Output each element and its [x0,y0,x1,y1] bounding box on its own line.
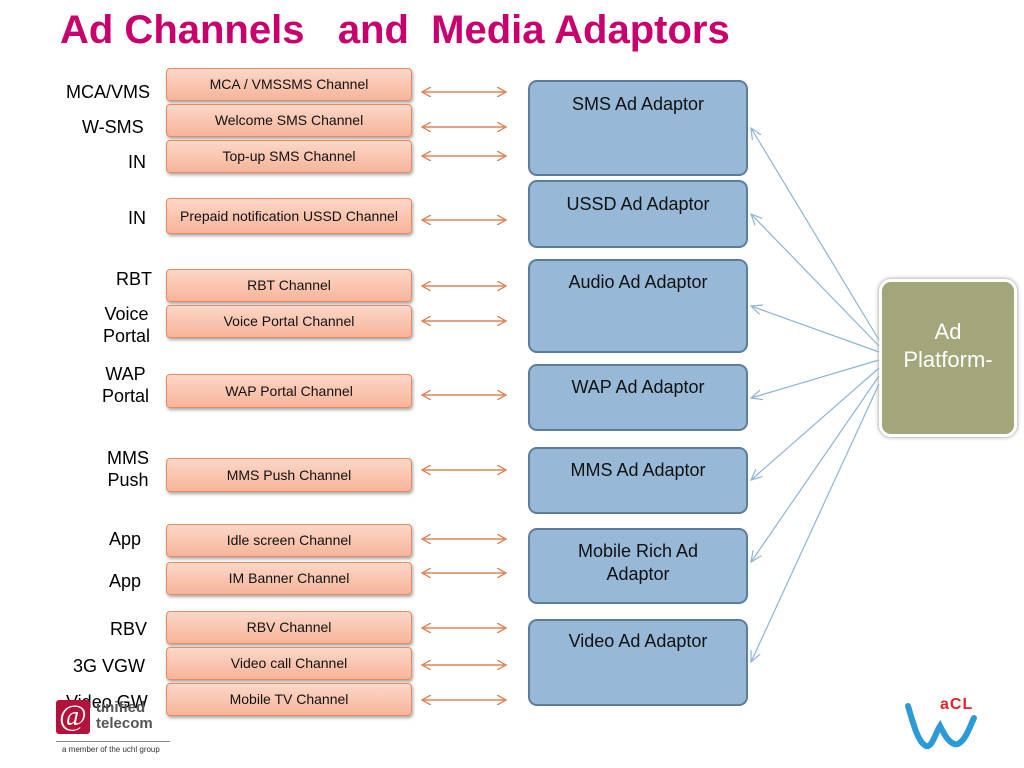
platform-link-ussd [751,214,880,347]
unified-telecom-logo: @ unified telecom a member of the uchl g… [56,700,176,760]
source-label-in: IN [128,152,146,172]
platform-link-sms [751,128,880,341]
adaptor-video: Video Ad Adaptor [528,619,748,706]
platform-link-mms [751,367,880,480]
source-label-mms-push: MMS Push [107,448,149,490]
source-label-app: App [109,571,142,591]
adaptor-sms: SMS Ad Adaptor [528,80,748,176]
platform-link-audio [751,306,880,353]
acl-logo-text: aCL [940,696,974,713]
adaptor-wap: WAP Ad Adaptor [528,364,748,431]
channel-rbv: RBV Channel [166,611,412,644]
page-title: Ad Channels and Media Adaptors [60,8,730,52]
source-label-w-sms: W-SMS [82,117,144,137]
source-label-voice-portal: Voice Portal [103,304,151,346]
channel-wap-portal: WAP Portal Channel [166,374,412,408]
source-label-app: App [109,529,142,549]
platform-link-video [751,383,880,662]
source-label-wap-portal: WAP Portal [102,364,150,406]
channel-video-call: Video call Channel [166,647,412,680]
adaptor-audio: Audio Ad Adaptor [528,259,748,353]
adaptor-mms: MMS Ad Adaptor [528,447,748,514]
unified-member-text: a member of the uchl group [62,745,160,754]
channel-welcome-sms: Welcome SMS Channel [166,104,412,137]
acl-logo: aCL [902,696,982,754]
source-label-rbv: RBV [110,619,148,639]
channel-prepaid-ussd: Prepaid notification USSD Channel [166,198,412,234]
unified-at-mark: @ [56,700,90,734]
channel-idle-screen: Idle screen Channel [166,524,412,557]
channel-top-up-sms: Top-up SMS Channel [166,140,412,173]
channel-mobile-tv: Mobile TV Channel [166,683,412,716]
ad-platform-box: Ad Platform- [879,279,1017,437]
ad-platform-label: Ad Platform- [903,319,993,372]
channel-im-banner: IM Banner Channel [166,562,412,595]
source-label-3g-vgw: 3G VGW [73,656,146,676]
acl-w-mark [905,703,977,750]
source-label-mca-vms: MCA/VMS [66,82,151,102]
logo-divider [56,741,170,742]
channel-voice-portal: Voice Portal Channel [166,305,412,338]
channel-mms-push: MMS Push Channel [166,458,412,492]
source-label-rbt: RBT [116,269,152,289]
source-label-in: IN [128,208,146,228]
platform-link-wap [751,359,880,398]
adaptor-mobile-rich: Mobile Rich Ad Adaptor [528,528,748,604]
channel-rbt: RBT Channel [166,269,412,302]
adaptor-ussd: USSD Ad Adaptor [528,180,748,248]
unified-telecom-name: unified telecom [96,699,153,732]
channel-mca-vmssms: MCA / VMSSMS Channel [166,68,412,101]
platform-link-mobile-rich [751,375,880,562]
